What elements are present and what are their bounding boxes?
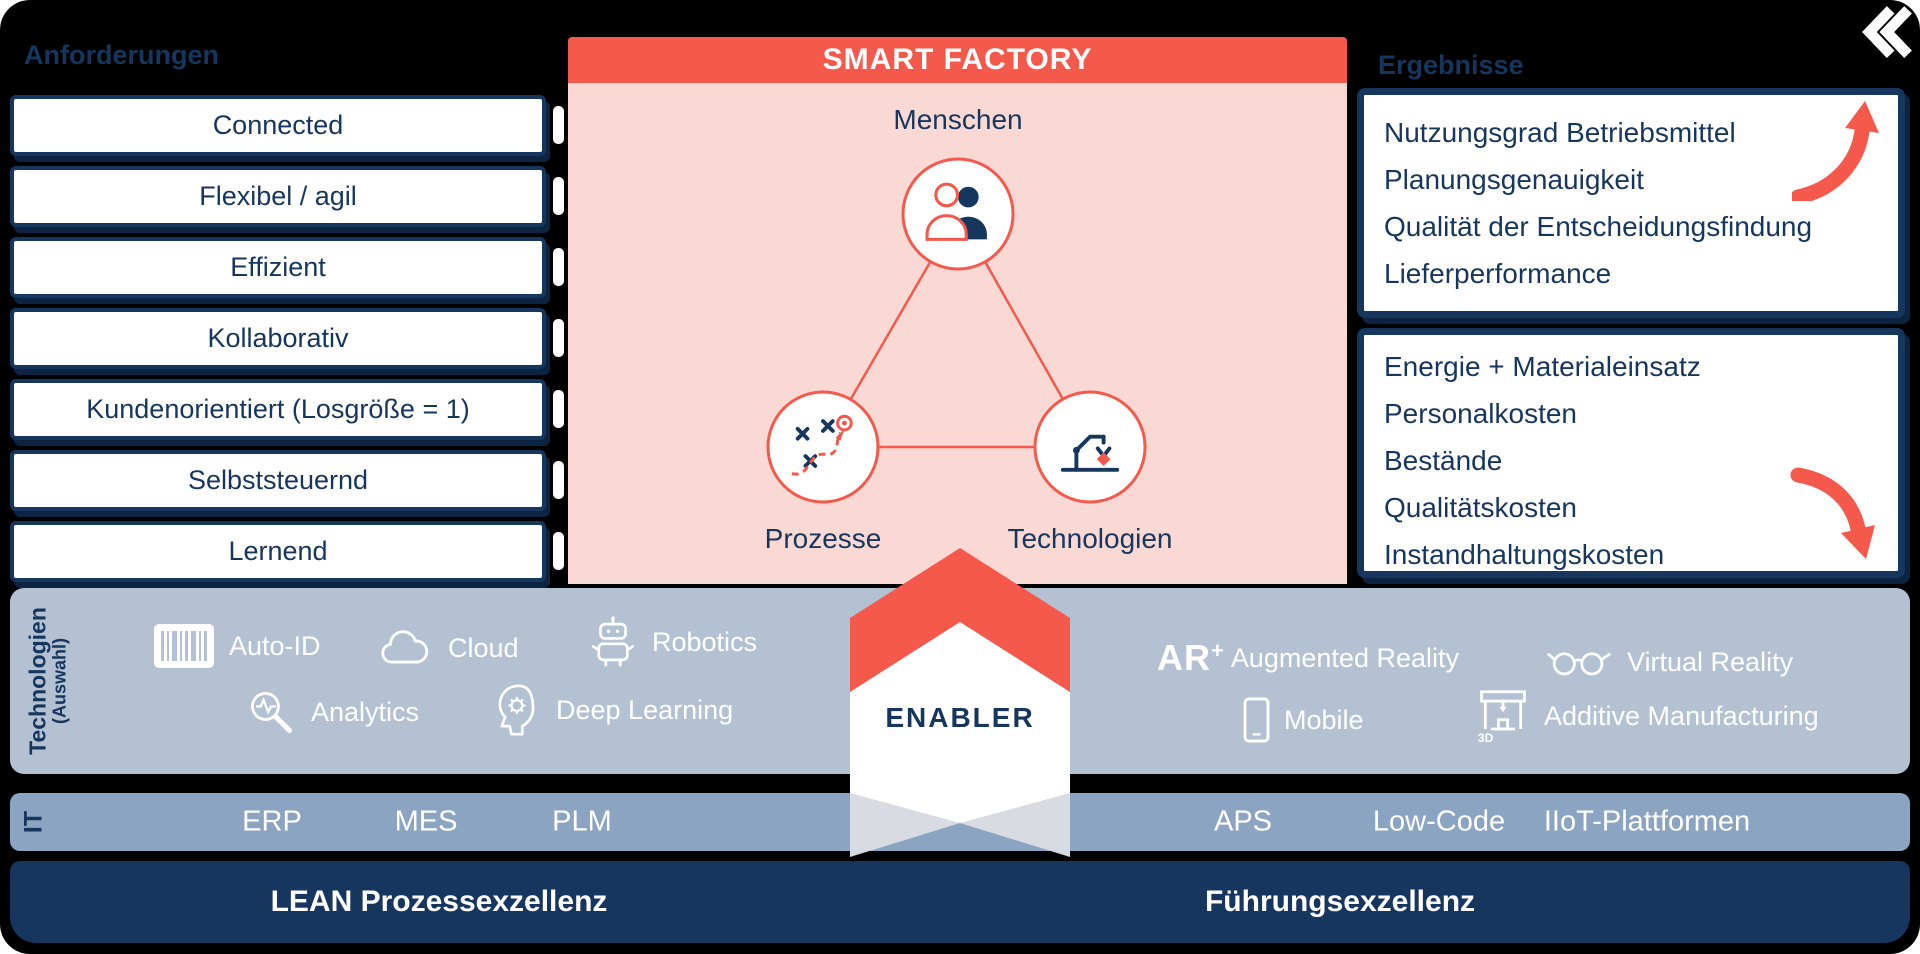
foundation-lean-label: LEAN Prozessexzellenz bbox=[270, 885, 608, 918]
tech-item-auto-id: Auto-ID bbox=[153, 618, 321, 674]
technology-band-label-main: Technologien bbox=[24, 607, 51, 755]
it-item-low-code: Low-Code bbox=[1372, 805, 1506, 838]
result-item: Instandhaltungskosten bbox=[1384, 539, 1665, 570]
tech-item-label: Deep Learning bbox=[556, 694, 734, 725]
result-item: Energie + Materialeinsatz bbox=[1384, 351, 1701, 382]
requirement-label: Lernend bbox=[228, 536, 328, 566]
foundation-band: LEAN Prozessexzellenz Führungsexzellenz bbox=[10, 861, 1910, 943]
result-item: Lieferperformance bbox=[1384, 258, 1612, 289]
result-item: Personalkosten bbox=[1384, 398, 1578, 429]
tech-item-label: Auto-ID bbox=[229, 630, 321, 661]
technology-band-label-sub: (Auswahl) bbox=[49, 637, 70, 725]
requirement-row: Kundenorientiert (Losgröße = 1) bbox=[10, 379, 610, 440]
requirement-box: Flexibel / agil bbox=[10, 166, 546, 227]
requirement-label: Connected bbox=[212, 110, 344, 140]
requirement-label: Selbststeuernd bbox=[187, 465, 369, 495]
node-label-technologien: Technologien bbox=[1007, 523, 1173, 554]
tech-item-label: Virtual Reality bbox=[1627, 646, 1794, 677]
requirement-box: Lernend bbox=[10, 521, 546, 582]
it-item-mes: MES bbox=[394, 805, 458, 838]
cloud-icon bbox=[381, 630, 429, 664]
requirement-row: Kollaborativ bbox=[10, 308, 610, 369]
result-item: Nutzungsgrad Betriebsmittel bbox=[1384, 117, 1736, 148]
requirement-label: Flexibel / agil bbox=[199, 181, 357, 211]
tech-item-label: Augmented Reality bbox=[1230, 642, 1459, 673]
people-icon bbox=[920, 180, 996, 249]
analytics-magnifier-icon bbox=[251, 692, 293, 734]
smart-factory-header: SMART FACTORY bbox=[568, 37, 1347, 83]
enabler-label: ENABLER bbox=[885, 702, 1035, 733]
enabler-ribbon bbox=[850, 548, 1070, 857]
smart-factory-panel bbox=[568, 83, 1347, 584]
requirement-box: Kundenorientiert (Losgröße = 1) bbox=[10, 379, 546, 440]
requirement-box: Selbststeuernd bbox=[10, 450, 546, 511]
tech-item-cloud: Cloud bbox=[374, 620, 519, 676]
vr-glasses-icon bbox=[1546, 652, 1612, 676]
node-label-menschen: Menschen bbox=[893, 104, 1023, 135]
it-item-erp: ERP bbox=[242, 805, 302, 838]
robot-arm-icon bbox=[1051, 410, 1129, 485]
strategy-process-icon bbox=[784, 408, 862, 487]
chevron-left-icon bbox=[1862, 6, 1912, 58]
robot-icon bbox=[592, 616, 634, 667]
result-item: Qualität der Entscheidungsfindung bbox=[1384, 211, 1813, 242]
connector-dash bbox=[553, 248, 564, 286]
it-item-plm: PLM bbox=[552, 805, 612, 838]
foundation-leadership-label: Führungsexzellenz bbox=[1204, 885, 1476, 918]
tech-item-label: Analytics bbox=[311, 696, 420, 727]
tech-item-additive-manufacturing: 3D Additive Manufacturing bbox=[1476, 688, 1819, 744]
anforderungen-title: Anforderungen bbox=[24, 40, 219, 70]
connector-dash bbox=[553, 106, 564, 144]
connector-dash bbox=[553, 177, 564, 215]
tech-item-label: Cloud bbox=[448, 632, 519, 663]
requirement-box: Effizient bbox=[10, 237, 546, 298]
tech-item-robotics: Robotics bbox=[588, 614, 757, 670]
result-item: Qualitätskosten bbox=[1384, 492, 1577, 523]
requirement-row: Lernend bbox=[10, 521, 610, 582]
tech-item-label: Mobile bbox=[1284, 704, 1364, 735]
logo-chevrons bbox=[1850, 4, 1912, 67]
it-band-label: IT bbox=[19, 810, 48, 834]
ar-mark: AR+ bbox=[1157, 637, 1225, 679]
it-item-aps: APS bbox=[1213, 805, 1273, 838]
connector-dash bbox=[553, 461, 564, 499]
node-label-prozesse: Prozesse bbox=[764, 523, 882, 554]
requirement-label: Kundenorientiert (Losgröße = 1) bbox=[86, 394, 470, 424]
requirement-label: Effizient bbox=[230, 252, 326, 282]
smartphone-icon bbox=[1243, 697, 1270, 743]
requirement-label: Kollaborativ bbox=[207, 323, 349, 353]
technology-band-label: Technologien (Auswahl) bbox=[24, 607, 70, 755]
ar-plus: + bbox=[1211, 638, 1225, 663]
requirement-row: Flexibel / agil bbox=[10, 166, 610, 227]
requirement-box: Kollaborativ bbox=[10, 308, 546, 369]
connector-dash bbox=[553, 390, 564, 428]
ar-text: AR bbox=[1157, 637, 1211, 678]
results-increase-box: Nutzungsgrad Betriebsmittel Planungsgena… bbox=[1357, 88, 1905, 318]
results-decrease-box: Energie + Materialeinsatz Personalkosten… bbox=[1357, 328, 1905, 578]
requirement-row: Selbststeuernd bbox=[10, 450, 610, 511]
tech-item-analytics: Analytics bbox=[245, 684, 419, 740]
result-item: Bestände bbox=[1384, 445, 1503, 476]
triangle-graphic bbox=[766, 157, 1147, 504]
tech-item-virtual-reality: Virtual Reality bbox=[1545, 634, 1793, 690]
deep-learning-icon bbox=[498, 684, 535, 736]
connector-dash bbox=[553, 532, 564, 570]
trend-up-arrow-icon bbox=[1792, 101, 1879, 201]
tech-item-deep-learning: Deep Learning bbox=[490, 682, 733, 738]
requirement-box: Connected bbox=[10, 95, 546, 156]
result-item: Planungsgenauigkeit bbox=[1384, 164, 1644, 195]
tech-item-mobile: Mobile bbox=[1243, 692, 1364, 748]
printer-3d-label: 3D bbox=[1478, 731, 1494, 744]
tech-item-label: Robotics bbox=[652, 626, 758, 657]
printer-3d-icon: 3D bbox=[1478, 690, 1526, 744]
tech-item-augmented-reality: AR+ Augmented Reality bbox=[1157, 630, 1459, 686]
tech-item-label: Additive Manufacturing bbox=[1544, 700, 1819, 731]
barcode-icon bbox=[154, 624, 214, 668]
it-item-iiot-plattformen: IIoT-Plattformen bbox=[1543, 805, 1751, 838]
connector-dash bbox=[553, 319, 564, 357]
trend-down-arrow-icon bbox=[1790, 467, 1875, 559]
ergebnisse-title: Ergebnisse bbox=[1378, 50, 1524, 80]
requirement-row: Connected bbox=[10, 95, 610, 156]
requirement-row: Effizient bbox=[10, 237, 610, 298]
